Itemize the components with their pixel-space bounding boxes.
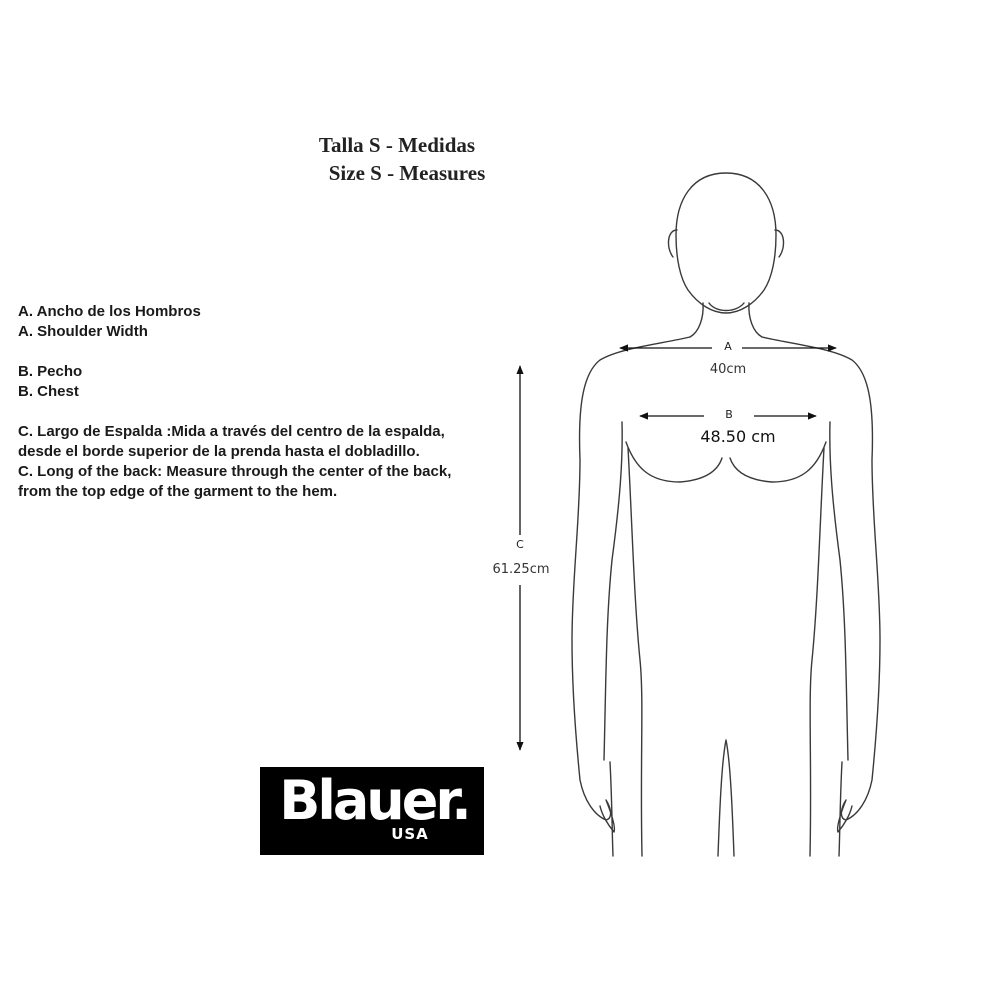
- logo-wordmark: Blauer.: [279, 769, 472, 832]
- inner-arm-left: [603, 421, 623, 761]
- inner-leg: [717, 739, 735, 857]
- neck-right: [748, 302, 763, 338]
- legend-back-es-1: C. Largo de Espalda :Mida a través del c…: [18, 423, 445, 440]
- measure-b-value: 48.50 cm: [700, 427, 776, 446]
- measure-c-value: 61.25cm: [492, 562, 550, 577]
- jaw-line: [708, 302, 745, 312]
- legend-shoulder-en: A. Shoulder Width: [18, 323, 148, 340]
- blauer-usa-logo: Blauer. USA: [260, 767, 484, 855]
- torso-right: [809, 447, 825, 857]
- measure-b-label: B: [725, 408, 733, 421]
- legend-chest: B. Pecho B. Chest: [18, 362, 508, 402]
- ear-left: [667, 229, 678, 258]
- legend-shoulder: A. Ancho de los Hombros A. Shoulder Widt…: [18, 302, 508, 342]
- title-spanish: Talla S - Medidas: [318, 133, 476, 157]
- legend-back-es-2: desde el borde superior de la prenda has…: [18, 443, 420, 460]
- legend-back-en-2: from the top edge of the garment to the …: [18, 483, 338, 500]
- body-left-side: [571, 336, 691, 857]
- measure-c-label: C: [516, 538, 524, 551]
- legend-back-en-1: C. Long of the back: Measure through the…: [18, 463, 452, 480]
- neck-left: [689, 302, 704, 338]
- body-right-side: [761, 336, 881, 857]
- torso-left: [627, 447, 643, 857]
- measure-a-value: 40cm: [709, 362, 747, 377]
- legend-chest-es: B. Pecho: [18, 363, 83, 380]
- logo-subtext: USA: [391, 825, 429, 843]
- legend-shoulder-es: A. Ancho de los Hombros: [18, 303, 201, 320]
- chest-right: [729, 441, 827, 483]
- ear-right: [774, 229, 785, 258]
- title-english: Size S - Measures: [328, 161, 486, 185]
- chest-left: [625, 441, 723, 483]
- head-outline: [675, 172, 777, 314]
- measure-a-label: A: [724, 340, 732, 353]
- legend-back-length: C. Largo de Espalda :Mida a través del c…: [18, 422, 508, 502]
- inner-arm-right: [829, 421, 849, 761]
- human-body-outline-icon: [571, 172, 881, 857]
- legend-chest-en: B. Chest: [18, 383, 79, 400]
